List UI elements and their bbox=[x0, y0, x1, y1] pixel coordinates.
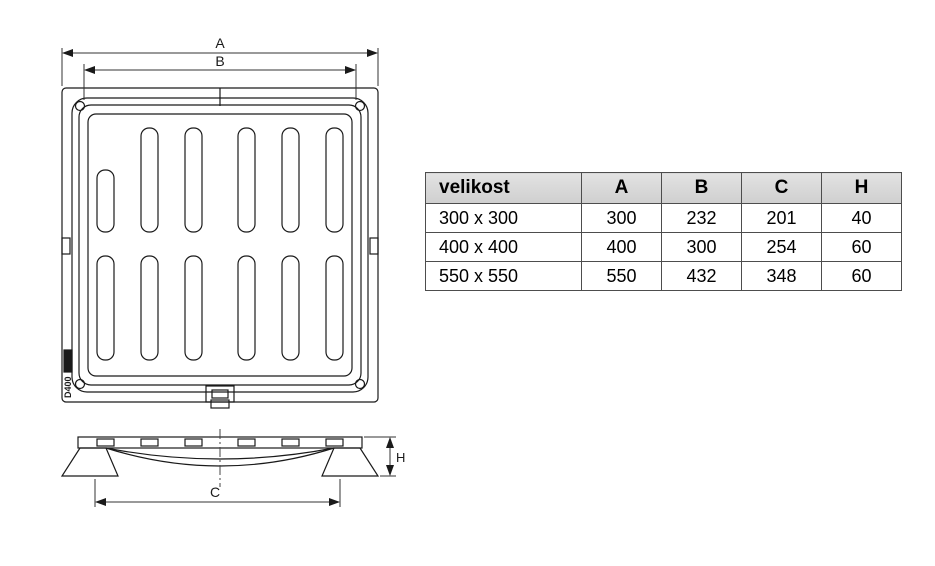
screw-hole-icon bbox=[74, 100, 86, 112]
lifting-notch-tab bbox=[210, 399, 230, 409]
dimension-b bbox=[83, 64, 357, 100]
dimensions-table: velikost A B C H 300 x 300 300 232 201 4… bbox=[425, 172, 902, 291]
frame-outline bbox=[61, 87, 379, 403]
side-view bbox=[60, 429, 380, 487]
brand-logo bbox=[63, 349, 73, 373]
dimension-a bbox=[61, 48, 379, 86]
hinge-tab bbox=[61, 237, 71, 255]
cell-c: 254 bbox=[741, 232, 822, 262]
dimension-h-label: H bbox=[396, 450, 405, 465]
technical-drawing: D400 A B bbox=[60, 35, 405, 507]
section-slot-marks bbox=[96, 438, 344, 447]
table-row-400: 400 x 400 400 300 254 60 bbox=[425, 232, 902, 262]
screw-hole-icon bbox=[354, 378, 366, 390]
dimension-b-label: B bbox=[215, 53, 224, 69]
cell-b: 300 bbox=[661, 232, 742, 262]
cell-c: 348 bbox=[741, 261, 822, 291]
section-left-foot bbox=[60, 447, 119, 477]
cover-panel-outline bbox=[87, 113, 353, 377]
cell-h: 60 bbox=[821, 232, 902, 262]
cell-a: 400 bbox=[581, 232, 662, 262]
slots-lower-row bbox=[96, 255, 344, 361]
slots-upper-row bbox=[96, 127, 344, 233]
cell-size: 400 x 400 bbox=[425, 232, 582, 262]
header-c: C bbox=[741, 172, 822, 204]
section-underside-curve-2 bbox=[105, 447, 335, 460]
table-row-550: 550 x 550 550 432 348 60 bbox=[425, 261, 902, 291]
hinge-tab bbox=[369, 237, 379, 255]
screw-hole-icon bbox=[74, 378, 86, 390]
dimension-c bbox=[94, 479, 341, 507]
header-b: B bbox=[661, 172, 742, 204]
cell-a: 550 bbox=[581, 261, 662, 291]
header-a: A bbox=[581, 172, 662, 204]
dimension-a-label: A bbox=[215, 35, 225, 51]
cover-outline bbox=[78, 104, 362, 386]
cell-size: 550 x 550 bbox=[425, 261, 582, 291]
top-view bbox=[61, 87, 379, 409]
cell-size: 300 x 300 bbox=[425, 203, 582, 233]
header-h: H bbox=[821, 172, 902, 204]
header-velikost: velikost bbox=[425, 172, 582, 204]
frame-inner-outline bbox=[71, 97, 369, 393]
dimension-h bbox=[364, 436, 396, 477]
lifting-notch-inner bbox=[211, 389, 229, 399]
screw-hole-icon bbox=[354, 100, 366, 112]
cell-b: 232 bbox=[661, 203, 742, 233]
cell-c: 201 bbox=[741, 203, 822, 233]
lifting-notch bbox=[205, 385, 235, 403]
cell-h: 40 bbox=[821, 203, 902, 233]
cell-a: 300 bbox=[581, 203, 662, 233]
dimension-c-label: C bbox=[210, 484, 220, 500]
cell-h: 60 bbox=[821, 261, 902, 291]
table-row-300: 300 x 300 300 232 201 40 bbox=[425, 203, 902, 233]
table-header-row: velikost A B C H bbox=[425, 172, 902, 204]
load-class-marking: D400 bbox=[63, 376, 73, 398]
section-right-foot bbox=[321, 447, 380, 477]
cell-b: 432 bbox=[661, 261, 742, 291]
